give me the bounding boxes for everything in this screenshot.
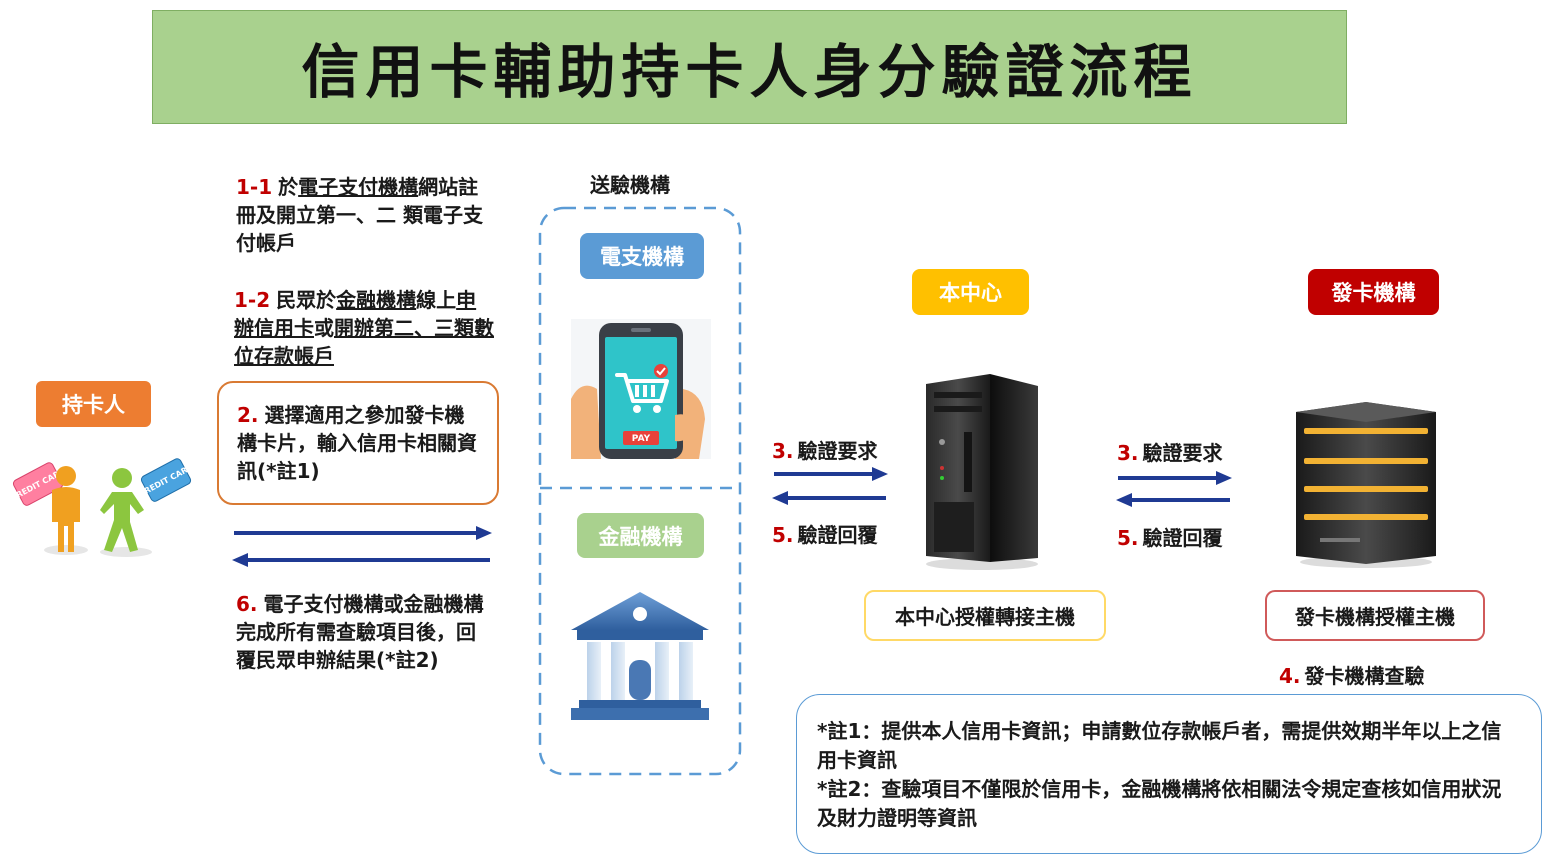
finance-badge: 金融機構 (577, 513, 704, 558)
sending-org-label: 送驗機構 (590, 173, 670, 197)
step-text: 驗證回覆 (797, 523, 878, 547)
finance-label: 金融機構 (598, 524, 683, 549)
step-text: 驗證要求 (1142, 441, 1223, 465)
center-badge: 本中心 (912, 269, 1029, 315)
step-4-label: 4.發卡機構查驗 (1279, 660, 1425, 689)
note-1: *註1：提供本人信用卡資訊；申請數位存款帳戶者，需提供效期半年以上之信用卡資訊 (817, 719, 1502, 772)
step-number: 5. (772, 523, 794, 547)
text-part: 於 (278, 175, 299, 199)
step-number: 6. (236, 592, 258, 616)
note-2: *註2：查驗項目不僅限於信用卡，金融機構將依相關法令規定查核如信用狀況及財力證明… (817, 777, 1502, 830)
issuer-badge: 發卡機構 (1308, 269, 1439, 315)
text-part: 金融機構 (336, 288, 417, 312)
cardholder-org-arrows (232, 526, 492, 567)
issuer-badge-label: 發卡機構 (1331, 281, 1416, 305)
step-number: 1-2 (234, 288, 271, 312)
center-badge-label: 本中心 (939, 281, 1002, 305)
text-part: 民眾於 (276, 288, 337, 312)
org-center-arrows (772, 467, 888, 505)
epay-badge: 電支機構 (580, 233, 704, 279)
step-text: 選擇適用之參加發卡機構卡片，輸入信用卡相關資訊(*註1) (237, 403, 477, 483)
step-6-text: 6.電子支付機構或金融機構完成所有需查驗項目後，回覆民眾申辦結果(*註2) (236, 590, 490, 674)
issuer-host-label: 發卡機構授權主機 (1295, 605, 1455, 629)
text-part: 開辦第二、三類數位存款帳戶 (234, 316, 494, 368)
text-part: 網站註冊及開立第一、二 類電子支付帳戶 (236, 175, 483, 255)
mobile-shopping-icon: PAY (571, 319, 711, 459)
epay-label: 電支機構 (600, 245, 684, 269)
title-banner: 信用卡輔助持卡人身分驗證流程 (152, 10, 1347, 124)
cardholder-badge: 持卡人 (36, 381, 151, 427)
issuer-host-box: 發卡機構授權主機 (1265, 590, 1485, 641)
text-part: 或 (314, 316, 334, 340)
cardholder-icon: CREDIT CARD CREDIT CARD (10, 458, 194, 557)
step-text: 驗證回覆 (1142, 526, 1223, 550)
pay-button-text: PAY (632, 434, 651, 444)
page-title: 信用卡輔助持卡人身分驗證流程 (301, 38, 1198, 106)
sending-org-container (538, 206, 742, 776)
text-part: 申辦信用卡 (234, 288, 477, 340)
step-5-label-left: 5.驗證回覆 (772, 519, 878, 548)
issuer-server-icon (1296, 402, 1436, 568)
step-5-label-right: 5.驗證回覆 (1117, 522, 1223, 551)
cardholder-label: 持卡人 (62, 393, 125, 417)
step-number: 2. (237, 403, 259, 427)
step-number: 4. (1279, 664, 1301, 688)
step-number: 5. (1117, 526, 1139, 550)
notes-box: *註1：提供本人信用卡資訊；申請數位存款帳戶者，需提供效期半年以上之信用卡資訊 … (796, 694, 1542, 854)
step-3-label-left: 3.驗證要求 (772, 435, 878, 464)
step-number: 3. (1117, 441, 1139, 465)
center-host-label: 本中心授權轉接主機 (895, 605, 1075, 629)
bank-icon (571, 592, 709, 720)
step-number: 3. (772, 439, 794, 463)
center-issuer-arrows (1116, 471, 1232, 507)
center-server-icon (926, 374, 1038, 570)
step-text: 驗證要求 (797, 439, 878, 463)
step-2-text: 2.選擇適用之參加發卡機構卡片，輸入信用卡相關資訊(*註1) (237, 401, 483, 485)
text-part: 線上 (416, 288, 457, 312)
step-3-label-right: 3.驗證要求 (1117, 437, 1223, 466)
step-number: 1-1 (236, 175, 273, 199)
text-part: 電子支付機構 (298, 175, 419, 199)
center-host-box: 本中心授權轉接主機 (864, 590, 1106, 641)
step-2-box: 2.選擇適用之參加發卡機構卡片，輸入信用卡相關資訊(*註1) (217, 381, 499, 505)
step-text: 電子支付機構或金融機構完成所有需查驗項目後，回覆民眾申辦結果(*註2) (236, 592, 484, 672)
step-text: 發卡機構查驗 (1304, 664, 1425, 688)
